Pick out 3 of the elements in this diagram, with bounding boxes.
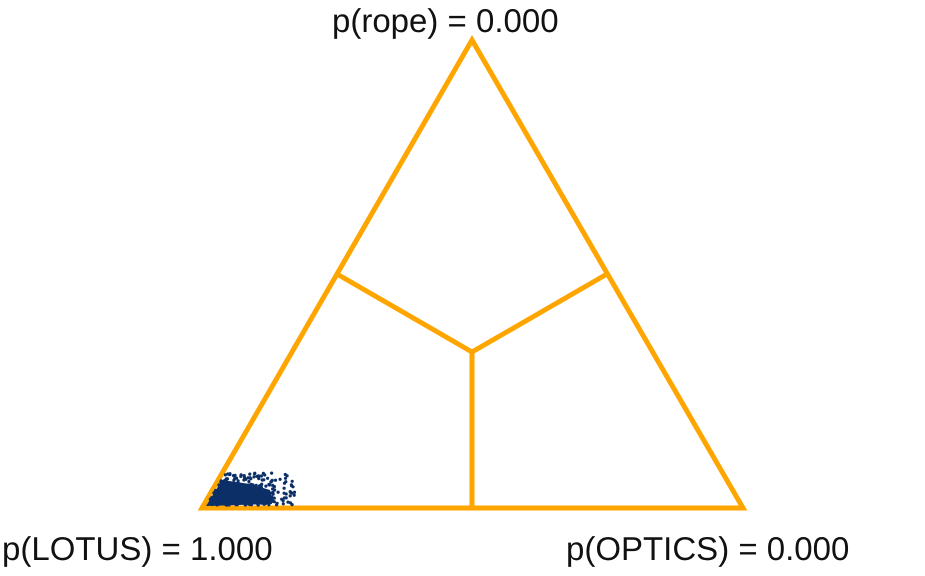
vertex-label: p(OPTICS) = 0.000: [566, 532, 850, 565]
vertex-label: p(rope) = 0.000: [332, 4, 559, 37]
vertex-label: p(LOTUS) = 1.000: [2, 532, 273, 565]
